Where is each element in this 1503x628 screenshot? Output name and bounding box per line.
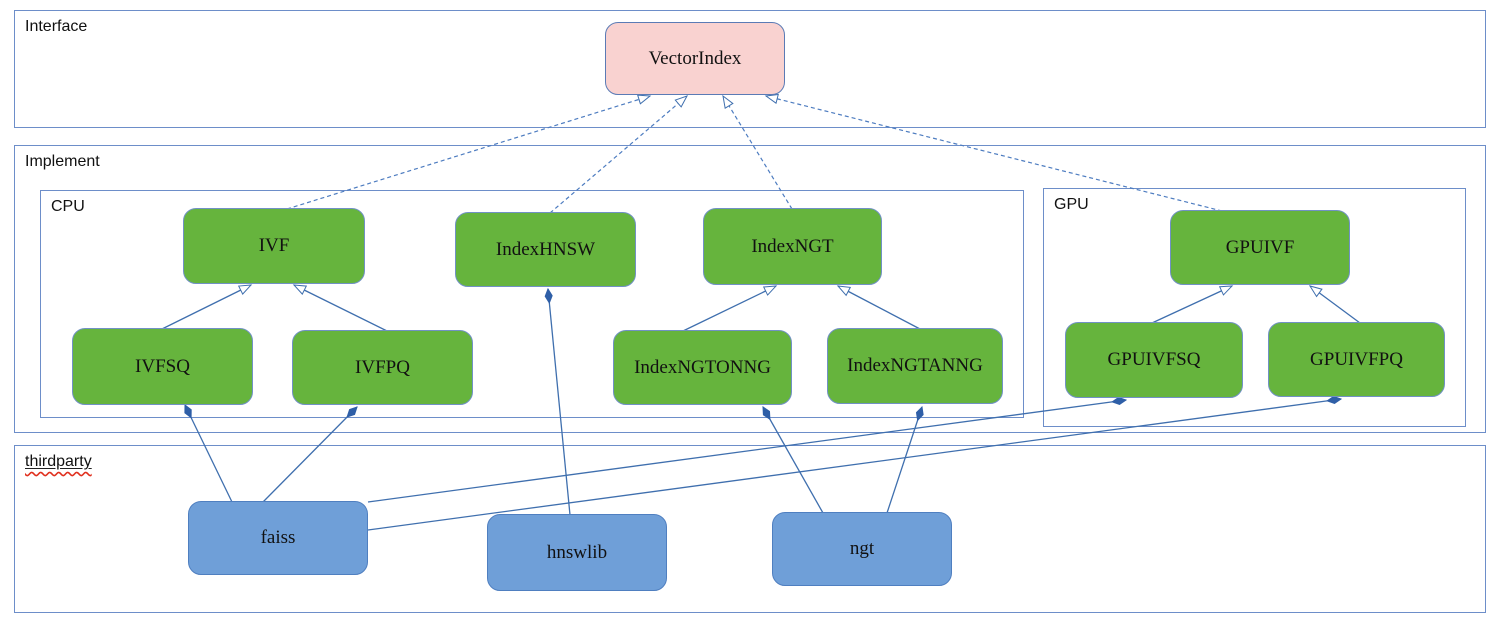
container-cpu: CPU <box>40 190 1024 418</box>
node-ivfpq-label: IVFPQ <box>355 356 410 378</box>
node-gpuivf-label: GPUIVF <box>1225 236 1295 258</box>
edge-hnswlib-indexhnsw <box>544 287 571 516</box>
node-hnswlib-label: hnswlib <box>546 541 608 563</box>
node-ivf: IVF <box>183 208 365 284</box>
edge-indexhnsw-vectorindex <box>549 95 689 214</box>
node-indexngtanng-label: IndexNGTANNG <box>847 355 983 376</box>
container-gpu-label: GPU <box>1054 196 1089 213</box>
edge-ngt-indexngtonng <box>762 406 824 514</box>
node-ivfpq: IVFPQ <box>292 330 473 405</box>
edge-gpuivfsq-gpuivf <box>1151 285 1234 324</box>
edge-ivf-vectorindex <box>286 94 652 210</box>
node-indexhnsw-label: IndexHNSW <box>495 238 596 260</box>
node-ngt-label: ngt <box>849 538 875 559</box>
edge-indexngtonng-indexngt <box>682 285 778 332</box>
node-indexngtonng: IndexNGTONNG <box>613 330 792 405</box>
container-thirdparty-label: thirdparty <box>25 453 92 471</box>
node-vectorindex-label: VectorIndex <box>648 47 742 69</box>
node-faiss-label: faiss <box>260 527 296 548</box>
edge-faiss-ivfpq <box>262 406 358 503</box>
node-ivfsq-label: IVFSQ <box>135 355 190 377</box>
edge-indexngt-vectorindex <box>722 94 793 210</box>
container-gpu: GPU <box>1043 188 1466 427</box>
edge-ivfsq-ivf <box>161 284 253 330</box>
edge-indexngtanng-indexngt <box>836 285 921 330</box>
node-indexngtanng: IndexNGTANNG <box>827 328 1003 404</box>
edge-ngt-indexngtanng <box>886 405 924 514</box>
node-gpuivf: GPUIVF <box>1170 210 1350 285</box>
container-implement: Implement <box>14 145 1486 433</box>
container-thirdparty-label-text: thirdparty <box>25 453 92 470</box>
container-implement-label: Implement <box>25 153 100 170</box>
node-ngt: ngt <box>772 512 952 586</box>
node-indexngtonng-label: IndexNGTONNG <box>634 356 771 378</box>
container-interface: Interface <box>14 10 1486 128</box>
container-cpu-label: CPU <box>51 198 85 215</box>
node-indexhnsw: IndexHNSW <box>455 212 636 287</box>
node-vectorindex: VectorIndex <box>605 22 785 95</box>
edge-gpuivfpq-gpuivf <box>1308 285 1361 324</box>
node-gpuivfpq: GPUIVFPQ <box>1268 322 1445 397</box>
edge-gpuivf-vectorindex <box>764 93 1223 212</box>
edge-faiss-ivfsq <box>184 403 233 503</box>
node-ivfsq: IVFSQ <box>72 328 253 405</box>
node-indexngt-label: IndexNGT <box>751 235 834 257</box>
node-ivf-label: IVF <box>258 235 290 256</box>
node-faiss: faiss <box>188 501 368 575</box>
edge-faiss-gpuivfsq <box>367 396 1128 503</box>
node-hnswlib: hnswlib <box>487 514 667 591</box>
container-thirdparty: thirdparty <box>14 445 1486 613</box>
node-gpuivfsq: GPUIVFSQ <box>1065 322 1243 398</box>
edge-faiss-gpuivfpq <box>367 395 1343 531</box>
node-gpuivfsq-label: GPUIVFSQ <box>1107 349 1201 370</box>
edge-ivfpq-ivf <box>292 284 388 332</box>
node-gpuivfpq-label: GPUIVFPQ <box>1310 348 1403 370</box>
container-interface-label: Interface <box>25 18 88 35</box>
node-indexngt: IndexNGT <box>703 208 882 285</box>
